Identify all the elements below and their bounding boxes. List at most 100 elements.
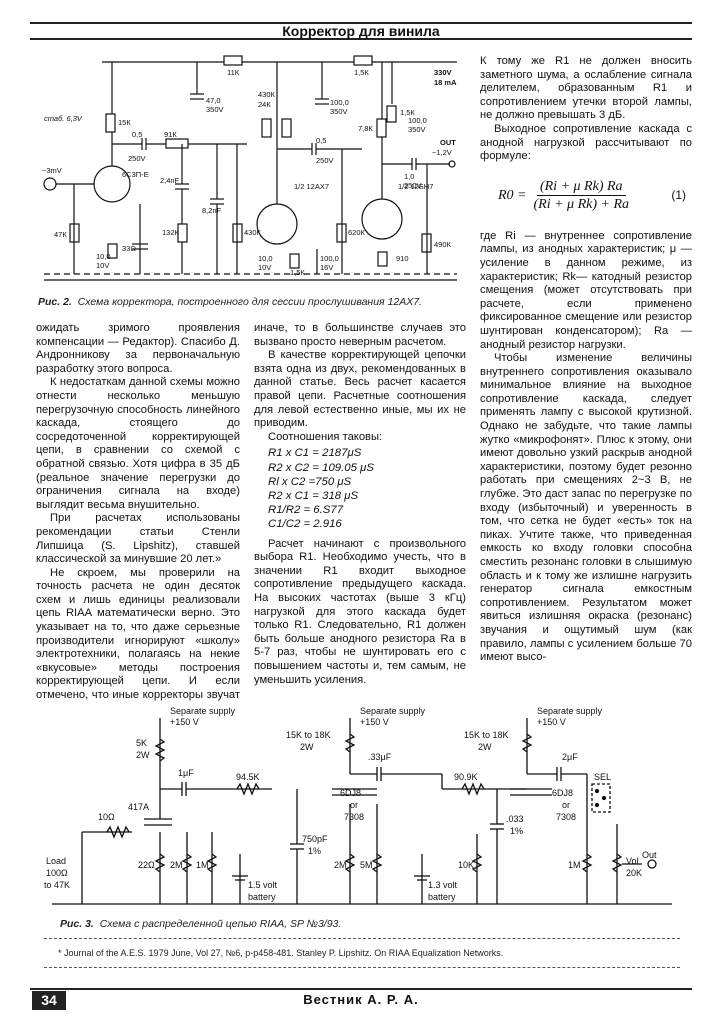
label-tube6dj8: 6DJ8 (340, 788, 362, 798)
label-c47: 47,0 (206, 96, 221, 105)
label-supply-i: 18 mA (434, 78, 457, 87)
label-tube7308: 7308 (344, 812, 365, 822)
label-r909: 90.9K (454, 772, 478, 782)
label-vol20k: 20K (626, 868, 643, 878)
label-r1m-b: 1M (568, 860, 581, 870)
label-r910: 910 (396, 254, 409, 263)
page-header: Корректор для винила (30, 22, 692, 40)
label-c033t: 1% (510, 826, 524, 836)
label-supply1v: +150 V (170, 717, 199, 727)
label-supply-v: 330V (434, 68, 452, 77)
label-c100a: 100,0 (330, 98, 349, 107)
footnote: * Journal of the A.E.S. 1979 June, Vol 2… (58, 948, 504, 958)
label-load3: to 47K (44, 880, 71, 890)
label-c10a: 10,0 (96, 252, 111, 261)
figure-3-schematic: Separate supply +150 V Separate supply +… (32, 704, 692, 934)
label-r15-18bw: 2W (478, 742, 492, 752)
label-r15-18a: 15K to 18K (286, 730, 331, 740)
paragraph: К тому же R1 не должен вносить заметного… (480, 55, 692, 122)
label-c05b: 0,5 (316, 136, 327, 145)
label-r1m: 1M (196, 860, 209, 870)
label-r11k: 11К (227, 68, 240, 77)
label-c05: 0,5 (132, 130, 143, 139)
label-c100av: 350V (330, 107, 348, 116)
label-tube6dj8-2: 6DJ8 (552, 788, 574, 798)
label-tube1: 6С3П-Е (122, 170, 149, 179)
figure-3-caption-text: Схема с распределенной цепью RIAA, SP №3… (99, 918, 342, 930)
label-r620: 620К (348, 228, 365, 237)
label-tube-or-2: or (562, 800, 571, 810)
label-r5kw: 2W (136, 750, 150, 760)
label-batt2b: battery (428, 892, 456, 902)
journal-title: Вестник А. Р. А. (303, 992, 419, 1007)
label-c10b: 10,0 (258, 254, 273, 263)
label-r15k: 15К (118, 118, 131, 127)
ratio-item: Rl x C2 =750 μS (268, 475, 352, 488)
paragraph: Не скроем, мы проверили на точность расч… (36, 566, 240, 715)
label-stab: стаб. 6,3V (44, 114, 82, 123)
label-c2uf: 2μF (562, 752, 578, 762)
label-supply3v: +150 V (537, 717, 566, 727)
label-c750t: 1% (308, 846, 322, 856)
label-c47v: 350V (206, 105, 224, 114)
label-c033: .033 (506, 814, 524, 824)
label-out: OUT (440, 138, 456, 147)
paragraph: иначе, то в большинстве случаев это вызв… (254, 322, 466, 348)
figure-3-caption: Рис. 3. Схема с распределенной цепью RIA… (60, 918, 341, 930)
figure-2-schematic: 11К 1,5К 330V 18 mA 47,0 350V 100,0 350V… (32, 44, 468, 312)
label-r5m: 5M (360, 860, 373, 870)
label-r945: 94.5K (236, 772, 260, 782)
label-r10: 10Ω (98, 812, 115, 822)
label-r22: 22Ω (138, 860, 155, 870)
column-middle: иначе, то в большинстве случаев это вызв… (254, 322, 466, 687)
ratio-item: R1 x C1 = 2187μS (268, 447, 362, 460)
ratio-item: R2 x C2 = 109.05 μS (268, 461, 374, 474)
label-r5k: 5K (136, 738, 148, 748)
ratio-item: C1/C2 = 2.916 (268, 518, 342, 531)
paragraph: В качестве корректирующей цепочки взята … (254, 349, 466, 430)
label-r2m-b: 2M (334, 860, 347, 870)
label-r91k: 91К (164, 130, 177, 139)
label-batt1b: battery (248, 892, 276, 902)
label-c05bv: 250V (316, 156, 334, 165)
label-c100b: 100,0 (408, 116, 427, 125)
label-r430: 430К (244, 228, 261, 237)
label-load1: Load (46, 856, 67, 866)
label-tube417: 417A (128, 802, 150, 812)
figure-2-caption: Рис. 2. Схема корректора, построенного д… (38, 296, 422, 308)
paragraph: ожидать зримого проявления компенсации —… (36, 322, 240, 375)
formula-1: R0 = (Ri + μ Rk) Ra (Ri + μ Rk) + Ra (1) (480, 168, 692, 224)
label-batt1a: 1.5 volt (248, 880, 278, 890)
article-title: Корректор для винила (282, 23, 440, 39)
label-supply2: Separate supply (360, 706, 426, 716)
label-out3: Out (642, 850, 657, 860)
paragraph: Выходное сопротивление каскада с анодной… (480, 122, 692, 163)
formula-fraction: (Ri + μ Rk) Ra (Ri + μ Rk) + Ra (531, 179, 633, 212)
column-right: К тому же R1 не должен вносить заметного… (480, 55, 692, 665)
label-r132: 132К (162, 228, 179, 237)
label-tube3: 1/2 12БН7 (398, 182, 434, 191)
label-r10k: 10K (458, 860, 475, 870)
formula-lhs: R0 = (498, 187, 527, 203)
label-batt2a: 1.3 volt (428, 880, 458, 890)
label-r430b: 430К (258, 90, 275, 99)
label-c1uf: 1μF (178, 768, 194, 778)
label-r15-18b: 15K to 18K (464, 730, 509, 740)
label-c05v: 250V (128, 154, 146, 163)
label-vol: Vol (626, 856, 639, 866)
page-footer: 34 Вестник А. Р. А. (30, 988, 692, 1010)
column-left: ожидать зримого проявления компенсации —… (36, 322, 240, 716)
label-r15c: 1,5К (400, 108, 415, 117)
paragraph: При расчетах использованы рекомендации с… (36, 512, 240, 566)
label-c10av: 10V (96, 261, 110, 270)
ratio-list: R1 x C1 = 2187μS R2 x C2 = 109.05 μS Rl … (268, 446, 466, 531)
label-c10bv: 10V (258, 263, 272, 272)
paragraph: Расчет начинают с произвольного выбора R… (254, 537, 466, 686)
label-c82: 8,2nF (202, 206, 222, 215)
label-r47k: 47К (54, 230, 67, 239)
label-r78: 7,8К (358, 124, 373, 133)
paragraph: где Ri — внутреннее сопротивление лампы,… (480, 229, 692, 351)
label-supply2v: +150 V (360, 717, 389, 727)
label-c1_0v: 250V (404, 181, 422, 190)
label-c24: 2,4nF (160, 176, 180, 185)
